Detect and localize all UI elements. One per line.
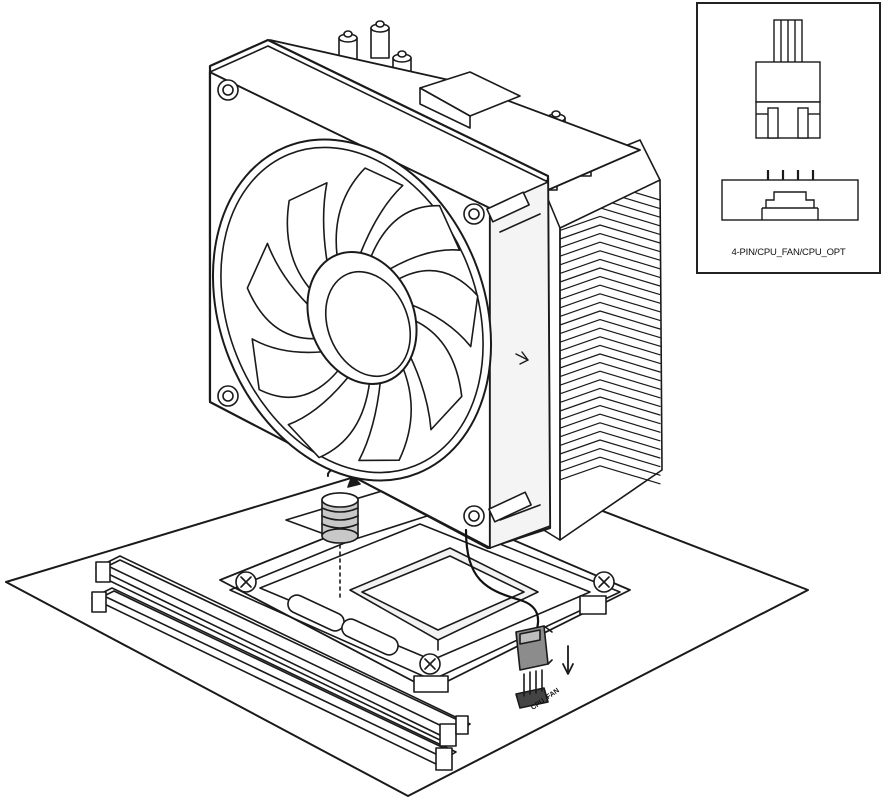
heatsink-fin: [559, 344, 661, 364]
heatsink-fin: [559, 448, 661, 468]
heatsink-fin: [559, 241, 661, 261]
heatsink-fin: [559, 293, 661, 313]
heatsink-fin: [559, 413, 661, 433]
heatpipe-tip: [343, 30, 353, 38]
heatsink-fin: [559, 456, 661, 476]
heatsink-fin: [559, 396, 661, 416]
heatsink-fin: [559, 362, 661, 382]
heatsink-fin: [559, 215, 661, 235]
heatsink-fin: [559, 336, 661, 356]
heatsink-fin: [559, 233, 661, 253]
fan-blade: [287, 374, 371, 459]
inset-connector-label: 4-PIN/CPU_FAN/CPU_OPT: [731, 247, 846, 258]
heatpipe-tip: [551, 110, 561, 118]
cooling-fan: [208, 38, 552, 550]
fan-connector-plug: [515, 625, 553, 671]
heatsink-fin: [559, 353, 661, 373]
cpu-fan-header: [515, 669, 549, 709]
fan-blade: [246, 242, 319, 340]
heatsink-fin: [559, 422, 661, 442]
fan-blade: [397, 269, 479, 348]
down-arrow-icon: [562, 645, 574, 675]
heatsink-fin: [559, 430, 661, 450]
heatpipe-tip: [375, 20, 385, 28]
heatsink-fin: [559, 319, 661, 339]
fan-blade: [403, 317, 463, 431]
heatsink-fin: [559, 276, 661, 296]
cpu-socket: [349, 547, 539, 651]
heatsink-fin: [559, 465, 661, 485]
ram-slots: [91, 555, 471, 771]
connector-detail-inset: 4-PIN/CPU_FAN/CPU_OPT: [696, 2, 881, 274]
heatsink-fin: [559, 284, 661, 304]
heatsink-fin: [559, 405, 661, 425]
heatsink-fin: [559, 387, 661, 407]
heatsink-fin: [559, 250, 661, 270]
heatsink-fin: [559, 327, 661, 347]
heatsink-fin: [559, 258, 661, 278]
heatsink-fin: [559, 310, 661, 330]
fan-blade: [251, 338, 340, 398]
heatpipe-tip: [397, 50, 407, 58]
fan-blade: [369, 204, 461, 271]
heatsink-fin: [559, 379, 661, 399]
heatsink-fin: [559, 439, 661, 459]
heatsink-fin: [559, 301, 661, 321]
inset-cable-plug: [755, 19, 821, 139]
heatsink-fin: [559, 224, 661, 244]
airflow-arrow-icon: [515, 351, 529, 365]
heatsink-fin: [559, 267, 661, 287]
fan-cable: [464, 528, 540, 634]
heatsink-fin: [559, 370, 661, 390]
fan-blade: [335, 167, 404, 267]
inset-board-header: [721, 179, 859, 221]
fan-blade: [358, 355, 412, 462]
